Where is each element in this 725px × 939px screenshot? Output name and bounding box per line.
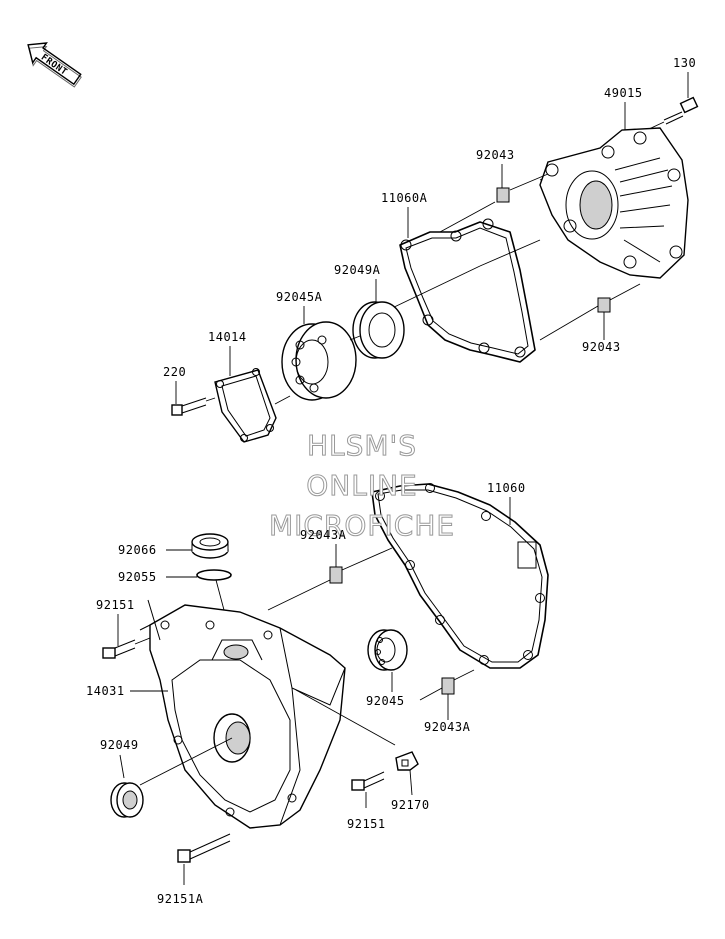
part-label-92043A-bottom: 92043A bbox=[424, 720, 471, 734]
watermark: HLSM'S ONLINE MICROFICHE bbox=[268, 429, 455, 543]
part-label-11060A: 11060A bbox=[381, 191, 428, 205]
dowel-92043A-top-icon bbox=[267, 547, 393, 611]
part-label-14014: 14014 bbox=[208, 330, 247, 344]
dowel-92043-right-icon bbox=[539, 283, 641, 341]
bolt-92151A-icon bbox=[177, 833, 231, 885]
part-label-92151-bottom: 92151 bbox=[347, 817, 386, 831]
gasket-11060A bbox=[387, 218, 536, 363]
part-label-92043-right: 92043 bbox=[582, 340, 621, 354]
part-label-92043A-top: 92043A bbox=[300, 528, 347, 542]
cover-49015 bbox=[479, 127, 689, 279]
bracket-92170-icon bbox=[395, 751, 419, 796]
part-labels: 130 49015 92043 11060A 92049A 92045A 140… bbox=[86, 56, 696, 906]
part-label-130: 130 bbox=[673, 56, 696, 70]
dowel-92043-top-icon bbox=[439, 173, 549, 233]
bearing-92045A-icon bbox=[281, 321, 361, 401]
part-label-92151-left: 92151 bbox=[96, 598, 135, 612]
cover-14031 bbox=[139, 599, 396, 829]
part-label-14031: 14031 bbox=[86, 684, 125, 698]
cap-92066-icon bbox=[191, 533, 229, 559]
gasket-11060 bbox=[371, 483, 549, 669]
part-label-92170: 92170 bbox=[391, 798, 430, 812]
seal-92049-icon bbox=[110, 754, 144, 818]
part-label-49015: 49015 bbox=[604, 86, 643, 100]
part-label-92151A: 92151A bbox=[157, 892, 204, 906]
watermark-line2: ONLINE bbox=[306, 469, 417, 502]
part-label-92049: 92049 bbox=[100, 738, 139, 752]
part-label-92049A: 92049A bbox=[334, 263, 381, 277]
dowel-92043A-bottom-icon bbox=[419, 669, 475, 701]
part-label-11060: 11060 bbox=[487, 481, 526, 495]
bolt-92151-bottom-icon bbox=[351, 771, 385, 808]
plate-14014 bbox=[214, 368, 291, 443]
bolt-220-icon bbox=[171, 397, 216, 416]
part-label-92055: 92055 bbox=[118, 570, 157, 584]
part-label-92045: 92045 bbox=[366, 694, 405, 708]
front-arrow-icon: FRONT bbox=[27, 42, 82, 88]
part-label-220: 220 bbox=[163, 365, 186, 379]
watermark-line1: HLSM'S bbox=[307, 429, 417, 462]
watermark-line3: MICROFICHE bbox=[269, 509, 455, 542]
bearing-92045-icon bbox=[367, 629, 408, 692]
seal-92049A-icon bbox=[352, 301, 405, 359]
part-label-92043-top: 92043 bbox=[476, 148, 515, 162]
part-label-92066: 92066 bbox=[118, 543, 157, 557]
part-label-92045A: 92045A bbox=[276, 290, 323, 304]
